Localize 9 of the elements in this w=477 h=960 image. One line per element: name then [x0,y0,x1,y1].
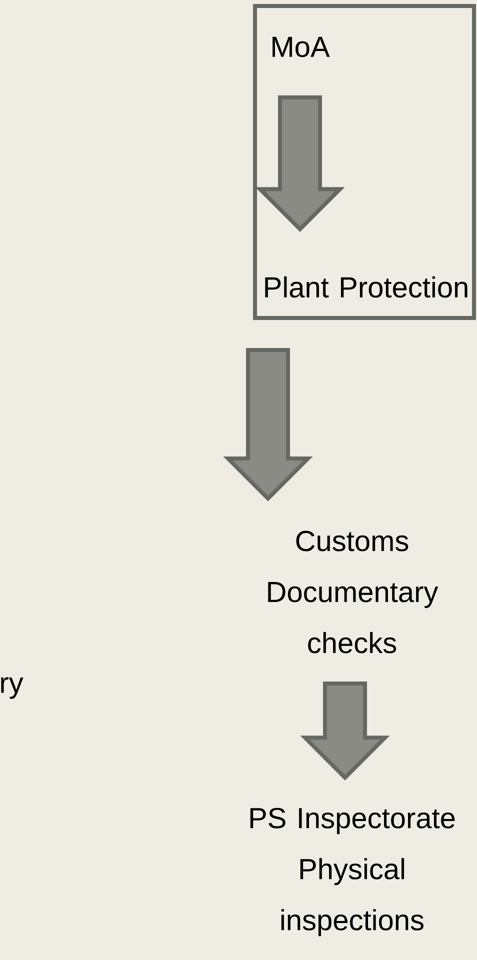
node-text: Plant Protection [265,276,468,298]
cut-off-text: ry [1,677,24,699]
node-text: MoA [272,36,330,58]
block-arrow [223,348,313,502]
block-arrow [300,681,390,780]
node-text: Customs Documentary checks [268,530,438,654]
node-text: PS Inspectorate Physical inspections [250,808,455,936]
block-arrow [255,95,345,232]
frame-box [253,4,476,320]
